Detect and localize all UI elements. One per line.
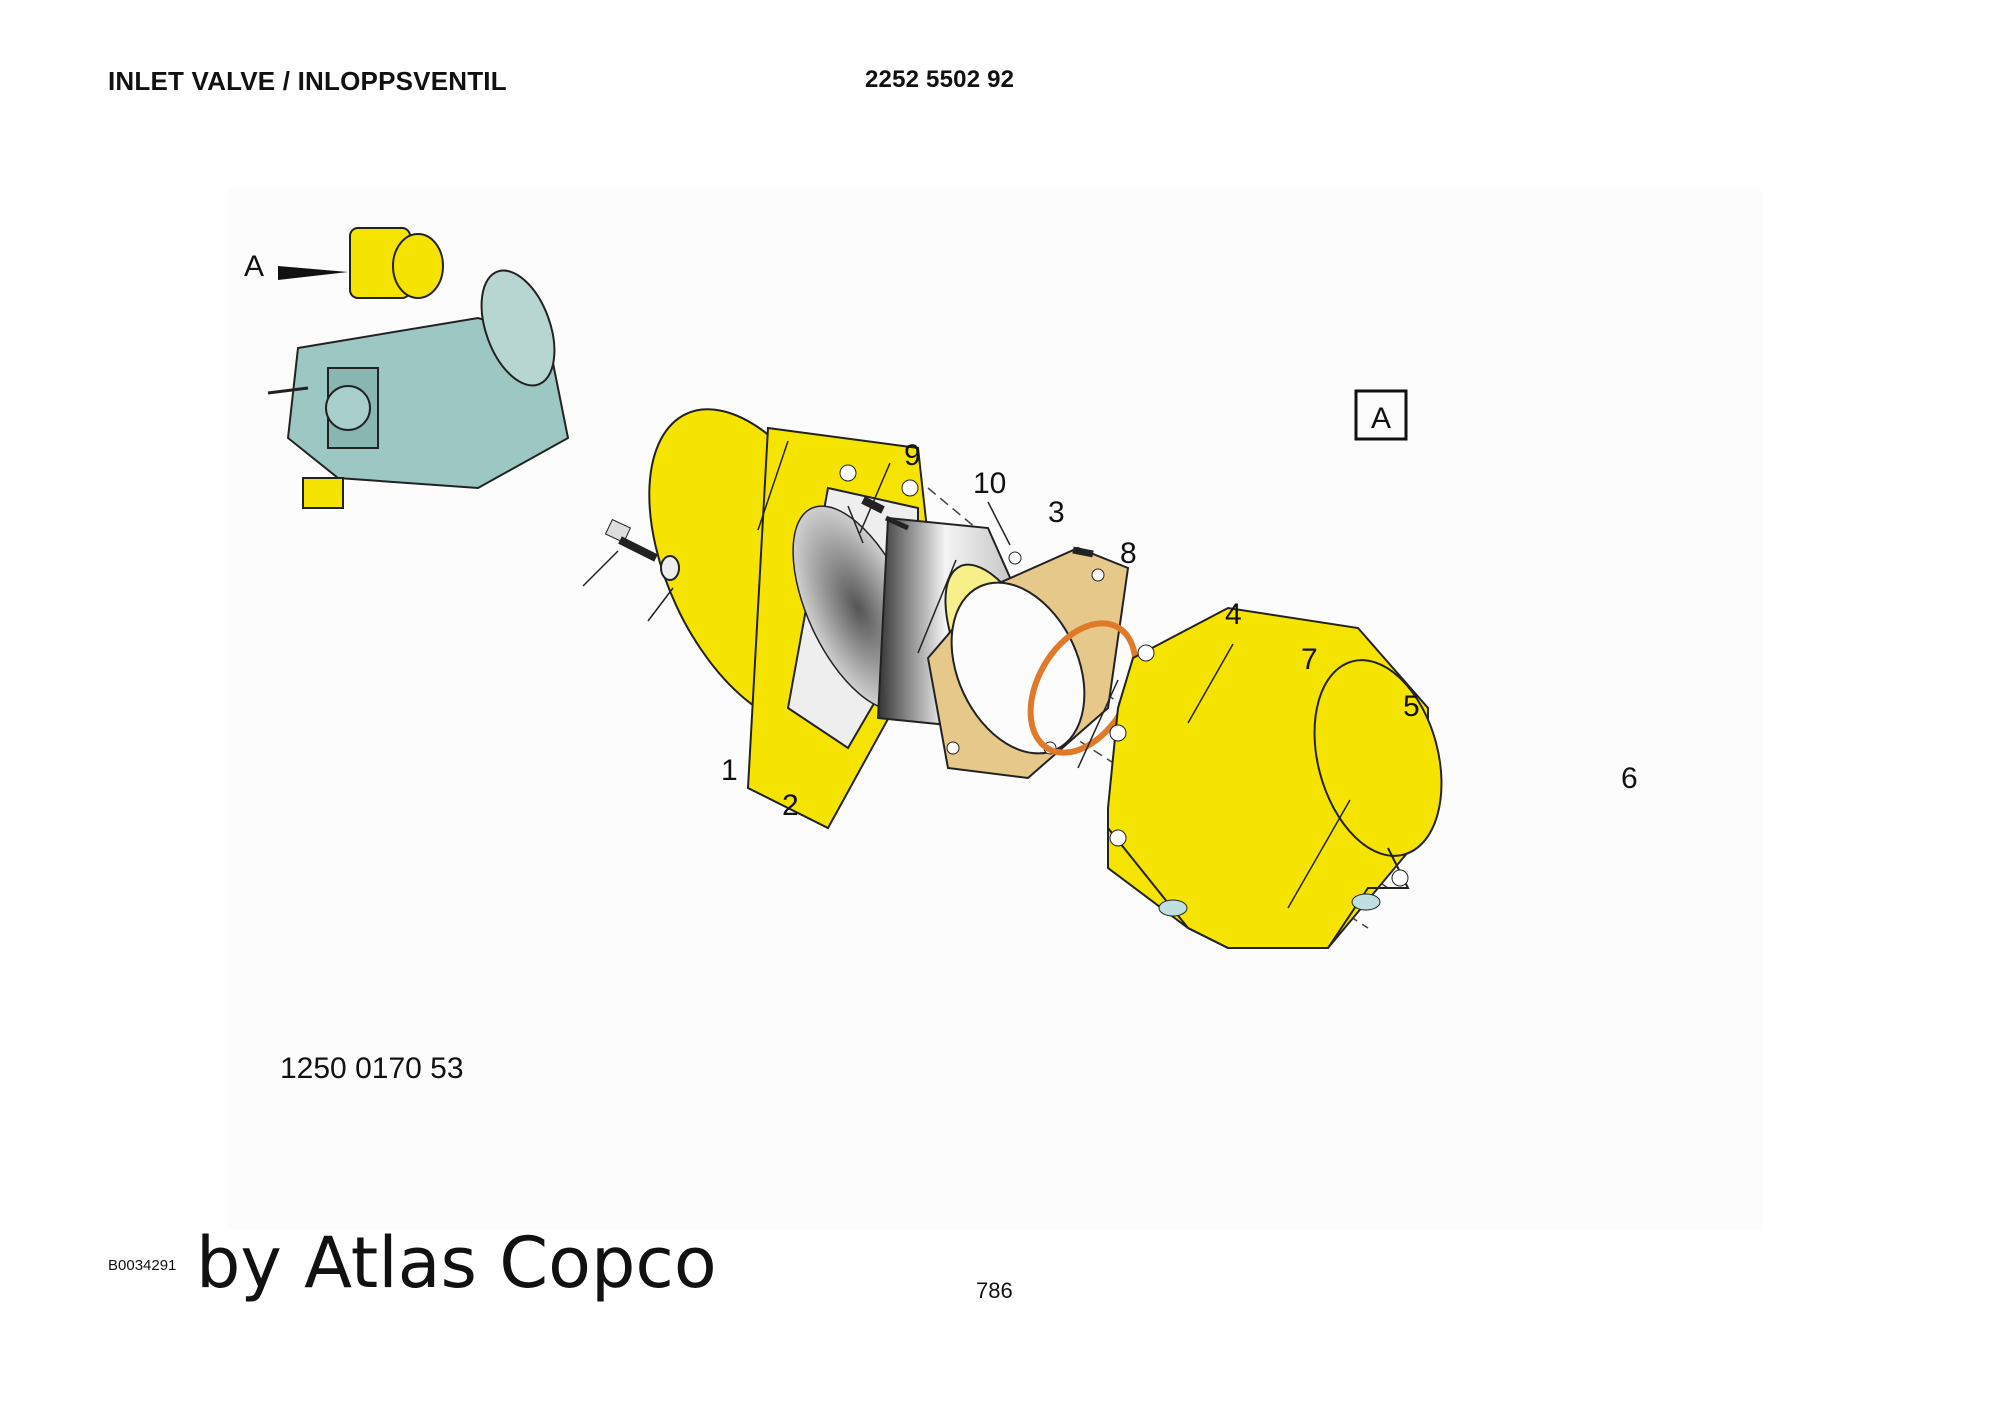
part-6-valve-body xyxy=(1107,606,1443,949)
highlighted-inlet-valve xyxy=(302,227,444,509)
part-9-plug xyxy=(861,496,885,514)
callout-7: 7 xyxy=(1301,643,1318,676)
part-2-washer xyxy=(660,555,680,581)
view-arrow xyxy=(278,266,348,280)
callout-6: 6 xyxy=(1621,762,1638,795)
callout-1: 1 xyxy=(721,754,738,787)
detail-label-box xyxy=(1354,389,1408,441)
part-7-gasket xyxy=(926,546,1130,780)
part-10-nipple xyxy=(884,515,910,531)
document-title: INLET VALVE / INLOPPSVENTIL xyxy=(108,66,507,96)
callout-3: 3 xyxy=(1048,496,1065,529)
detail-label-letter: A xyxy=(1371,402,1391,435)
page-number: 786 xyxy=(976,1278,1013,1303)
callout-9: 9 xyxy=(904,439,921,472)
compressor-overview-illustration: A xyxy=(244,227,570,509)
exploded-parts-drawing: A A xyxy=(228,188,1762,1230)
reference-code: B0034291 xyxy=(108,1257,177,1274)
callout-4: 4 xyxy=(1225,598,1242,631)
callout-leader-lines xyxy=(582,440,1351,909)
callout-5: 5 xyxy=(1403,690,1420,723)
assembly-number: 1250 0170 53 xyxy=(280,1052,464,1085)
part-number: 2252 5502 92 xyxy=(865,66,1015,93)
callout-10: 10 xyxy=(973,467,1006,500)
callout-8: 8 xyxy=(1120,537,1137,570)
brand-text: by Atlas Copco xyxy=(196,1222,717,1304)
callout-2: 2 xyxy=(782,789,799,822)
part-1-bolt xyxy=(604,518,658,562)
part-8-plug xyxy=(1072,546,1094,558)
view-marker-letter: A xyxy=(244,250,264,283)
